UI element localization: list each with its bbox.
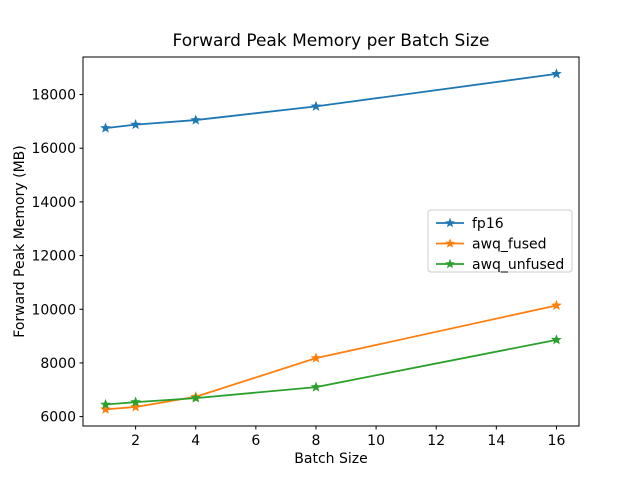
y-tick-label: 12000	[31, 249, 76, 265]
chart-title: Forward Peak Memory per Batch Size	[173, 31, 490, 51]
plot-spines	[82, 56, 580, 427]
series-fp16	[100, 68, 562, 133]
y-axis-label: Forward Peak Memory (MB)	[12, 145, 28, 337]
legend-label: fp16	[472, 216, 504, 232]
data-point-marker	[130, 401, 141, 412]
data-point-marker	[190, 114, 202, 125]
legend-marker-sample	[445, 258, 455, 269]
data-point-marker	[190, 392, 202, 403]
data-point-marker	[551, 299, 562, 311]
data-point-marker	[100, 398, 111, 410]
x-tick-label: 6	[251, 433, 260, 449]
y-axis: 6000 8000 10000 12000 14000 16000 18000	[31, 88, 83, 426]
x-tick-label: 12	[427, 433, 445, 449]
legend: fp16 awq_fused awq_unfused	[427, 209, 573, 273]
series-layer	[100, 68, 562, 414]
legend-marker-sample	[445, 217, 455, 228]
y-tick-label: 10000	[31, 302, 76, 318]
legend-marker-sample	[445, 238, 455, 248]
x-tick-label: 10	[367, 433, 385, 449]
x-axis: 2 4 6 8 10 12 14 16	[131, 426, 565, 449]
series-awq_unfused	[100, 334, 562, 410]
legend-entry-awq_fused: awq_fused	[436, 237, 547, 253]
legend-box	[427, 209, 573, 273]
x-tick-label: 14	[487, 433, 505, 449]
x-tick-label: 16	[548, 433, 566, 449]
data-point-marker	[130, 119, 141, 130]
data-point-marker	[100, 403, 111, 414]
legend-label: awq_unfused	[472, 257, 564, 273]
data-point-marker	[310, 100, 322, 111]
data-point-marker	[551, 68, 562, 79]
x-tick-label: 2	[131, 433, 140, 449]
y-tick-label: 6000	[40, 410, 76, 426]
y-tick-label: 18000	[31, 88, 76, 104]
data-point-marker	[310, 352, 322, 363]
y-tick-label: 16000	[31, 141, 76, 157]
axes-layer: 2 4 6 8 10 12 14 16 6000 8000 10000 12000 14000 16000…	[31, 56, 580, 449]
y-tick-label: 8000	[40, 356, 76, 372]
data-point-marker	[100, 122, 111, 133]
x-tick-label: 4	[191, 433, 200, 449]
x-axis-label: Batch Size	[294, 451, 367, 467]
data-point-marker	[551, 334, 562, 345]
legend-entry-fp16: fp16	[436, 216, 504, 232]
legend-entry-awq_unfused: awq_unfused	[436, 257, 564, 273]
y-tick-label: 14000	[31, 195, 76, 211]
data-point-marker	[310, 381, 322, 392]
data-point-marker	[130, 396, 141, 407]
x-tick-label: 8	[312, 433, 321, 449]
legend-label: awq_fused	[472, 237, 547, 253]
